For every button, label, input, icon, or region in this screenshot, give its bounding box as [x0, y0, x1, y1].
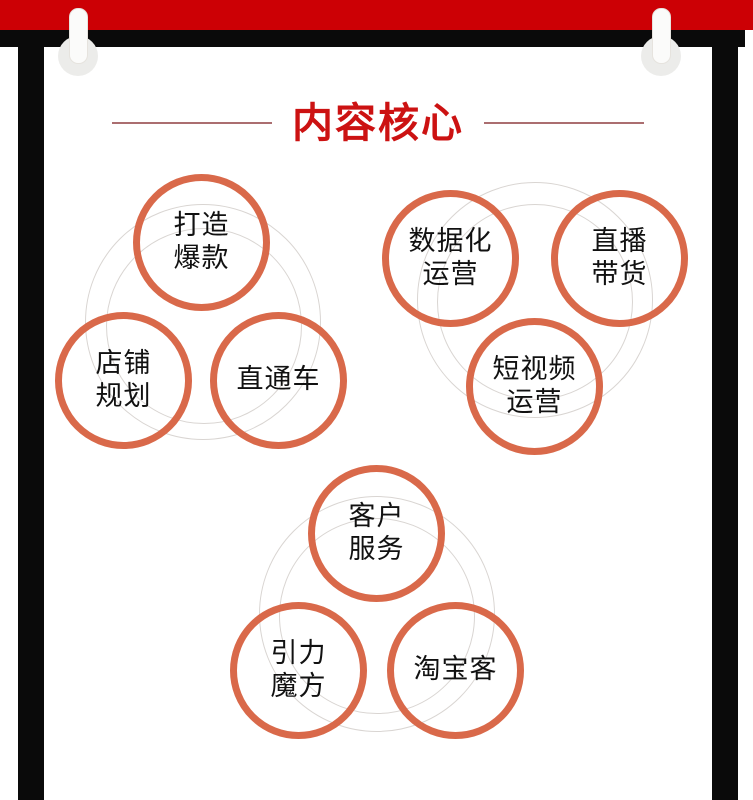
bubble-label: 直通车: [236, 364, 321, 396]
bubble-label: 店铺 规划: [95, 347, 152, 412]
binder-clip-right: [641, 8, 681, 78]
customer-promotion-cluster: 客户 服务 引力 魔方 淘宝客: [215, 462, 555, 752]
bubble-zhitongche[interactable]: 直通车: [210, 312, 347, 449]
bubble-label: 数据化 运营: [408, 225, 493, 290]
bubble-label: 短视频 运营: [492, 353, 577, 418]
binder-frame-right: [712, 30, 738, 800]
content-marketing-cluster: 数据化 运营 直播 带货 短视频 运营: [368, 170, 708, 460]
bubble-dianpu-guihua[interactable]: 店铺 规划: [55, 312, 192, 449]
bubble-kehu-fuwu[interactable]: 客户 服务: [308, 465, 445, 602]
bubble-dazao-baokuan[interactable]: 打造 爆款: [133, 174, 270, 311]
title-rule-left: [112, 122, 272, 124]
binder-frame-left: [18, 30, 44, 800]
section-title-row: 内容核心: [44, 95, 712, 151]
top-red-band: [0, 0, 753, 30]
bubble-taobaoke[interactable]: 淘宝客: [387, 602, 524, 739]
bubble-shujuhua-yunying[interactable]: 数据化 运营: [382, 190, 519, 327]
bubble-label: 客户 服务: [348, 500, 405, 565]
bubble-label: 直播 带货: [591, 225, 648, 290]
bubble-label: 打造 爆款: [173, 209, 230, 274]
page-title: 内容核心: [292, 98, 464, 147]
bubble-duanshipin-yunying[interactable]: 短视频 运营: [466, 318, 603, 455]
store-operations-cluster: 打造 爆款 店铺 规划 直通车: [44, 170, 374, 460]
binder-clip-left: [58, 8, 98, 78]
bubble-yinli-mofang[interactable]: 引力 魔方: [230, 602, 367, 739]
title-rule-right: [484, 122, 644, 124]
bubble-zhibo-daihuo[interactable]: 直播 带货: [551, 190, 688, 327]
bubble-label: 引力 魔方: [270, 637, 327, 702]
bubble-label: 淘宝客: [413, 654, 498, 686]
binder-bar-icon: [652, 8, 671, 64]
binder-frame-top: [0, 30, 745, 47]
binder-bar-icon: [69, 8, 88, 64]
